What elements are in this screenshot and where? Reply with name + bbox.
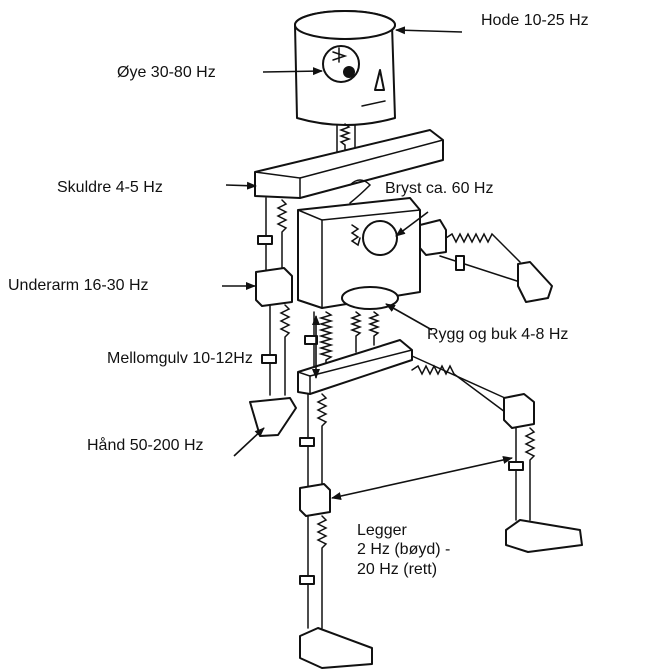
label-underarm: Underarm 16-30 Hz <box>8 277 149 294</box>
left-arm <box>249 197 297 437</box>
right-leg <box>411 355 583 553</box>
right-arm <box>419 219 553 303</box>
label-mellomgulv: Mellomgulv 10-12Hz <box>107 350 253 367</box>
hip-beam <box>297 339 413 395</box>
label-legger-straight: 20 Hz (rett) <box>357 561 438 578</box>
label-bryst: Bryst ca. 60 Hz <box>385 180 494 197</box>
arrow-rygg <box>385 303 433 331</box>
label-hode: Hode 10-25 Hz <box>481 12 589 29</box>
arrow-bryst <box>395 211 429 237</box>
arrow-oye <box>262 67 323 76</box>
arrow-hand <box>233 427 265 457</box>
arrow-legger <box>331 456 513 500</box>
label-legger-title: Legger <box>357 522 407 539</box>
leader-arrows <box>222 26 513 500</box>
chest-box <box>297 179 421 310</box>
label-hand: Hånd 50-200 Hz <box>87 437 204 454</box>
arrow-hode <box>395 26 463 35</box>
shoulder-beam <box>254 129 444 199</box>
left-leg <box>299 393 373 669</box>
label-skuldre: Skuldre 4-5 Hz <box>57 179 163 196</box>
label-rygg: Rygg og buk 4-8 Hz <box>427 326 569 343</box>
eye-model <box>322 45 360 83</box>
label-legger-bent: 2 Hz (bøyd) - <box>357 541 451 558</box>
label-oye: Øye 30-80 Hz <box>117 64 216 81</box>
arrow-skuldre <box>225 181 257 190</box>
